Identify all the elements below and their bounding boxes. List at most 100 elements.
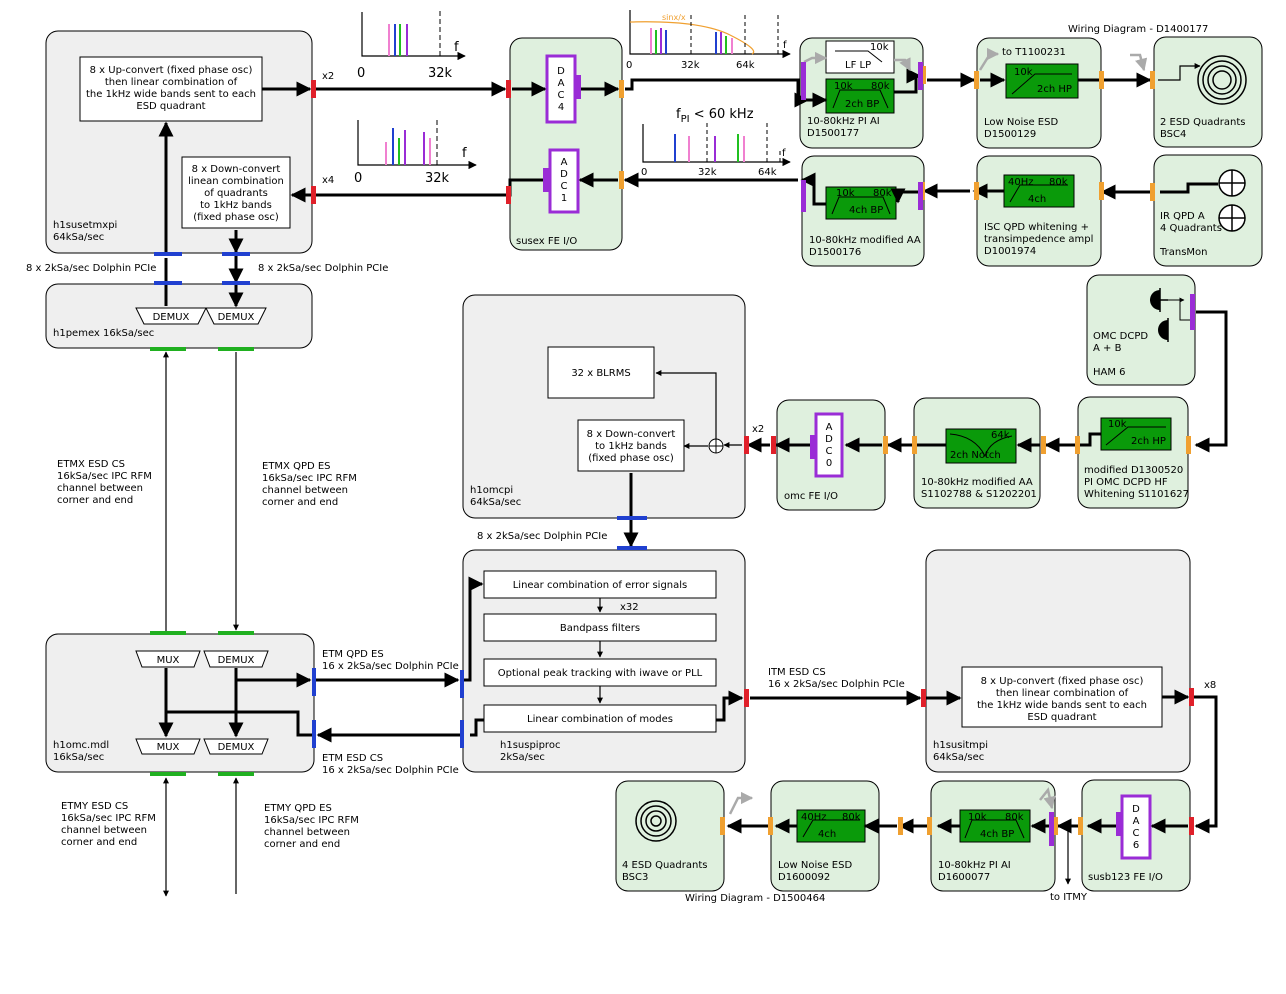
- down-convert-text-1: 8 x Down-convert: [192, 164, 281, 175]
- h1suspiproc-rate: 2kSa/sec: [500, 752, 545, 763]
- susex-name: susex FE I/O: [516, 236, 577, 247]
- dolphin-left-label: 8 x 2kSa/sec Dolphin PCIe: [26, 263, 156, 274]
- spectrum-plot-fpi: fPI < 60 kHz 0 32k 64k f: [641, 107, 791, 178]
- svg-text:A: A: [561, 157, 568, 168]
- down-convert-text-4: to 1kHz bands: [200, 200, 272, 211]
- dolphin-mid-label: 8 x 2kSa/sec Dolphin PCIe: [477, 531, 607, 542]
- demux-2-label: DEMUX: [218, 312, 255, 323]
- wiring-diagram-top-label: Wiring Diagram - D1400177: [1068, 24, 1208, 35]
- spectrum4-tick-32k: 32k: [698, 167, 717, 178]
- notch-aa-block: 64k 2ch Notch 10-80kHz modified AA S1102…: [913, 397, 1041, 509]
- svg-text:16 x 2kSa/sec Dolphin PCIe: 16 x 2kSa/sec Dolphin PCIe: [322, 765, 459, 776]
- esd-quadrants-top-block: 2 ESD Quadrants BSC4: [1153, 36, 1263, 148]
- step-bandpass: Bandpass filters: [560, 623, 640, 634]
- h1susitmpi-block: 8 x Up-convert (fixed phase osc) then li…: [925, 549, 1216, 773]
- up-convert-text-2: then linear combination of: [105, 77, 238, 88]
- svg-text:16 x 2kSa/sec Dolphin PCIe: 16 x 2kSa/sec Dolphin PCIe: [768, 679, 905, 690]
- spectrum1-f-label: f: [454, 40, 459, 55]
- x2-omc-label: x2: [752, 424, 764, 435]
- svg-text:corner and end: corner and end: [57, 495, 133, 506]
- h1susetmxpi-rate: 64kSa/sec: [53, 232, 104, 243]
- isc-qpd-name: ISC QPD whitening +: [984, 222, 1089, 233]
- svg-text:4: 4: [558, 102, 564, 113]
- pi-ai-bottom-block: 10k 80k 4ch BP 10-80kHz PI AI D1600077: [930, 780, 1056, 892]
- svg-text:80k: 80k: [1005, 812, 1024, 823]
- svg-text:D: D: [560, 169, 568, 180]
- pi-ai-bottom-name: 10-80kHz PI AI: [938, 860, 1011, 871]
- notch-aa-doc: S1102788 & S1202201: [921, 489, 1037, 500]
- svg-text:2ch BP: 2ch BP: [845, 99, 879, 110]
- h1omc-rate: 16kSa/sec: [53, 752, 104, 763]
- svg-text:A: A: [558, 78, 565, 89]
- svg-text:80k: 80k: [842, 812, 861, 823]
- svg-text:10k: 10k: [968, 812, 987, 823]
- svg-text:D: D: [825, 434, 833, 445]
- svg-text:A: A: [826, 422, 833, 433]
- svg-text:ETMX QPD ES: ETMX QPD ES: [262, 461, 331, 472]
- h1pemex-block: DEMUX DEMUX h1pemex 16kSa/sec: [45, 283, 313, 349]
- step-modes: Linear combination of modes: [527, 714, 673, 725]
- ir-qpd-name: IR QPD A: [1160, 211, 1205, 222]
- svg-text:C: C: [1133, 828, 1140, 839]
- mux-2-label: MUX: [157, 742, 180, 753]
- spectrum-plot-upconvert: 0 32k f: [357, 10, 466, 81]
- low-noise-esd-bottom-name: Low Noise ESD: [778, 860, 852, 871]
- dolphin-right-label: 8 x 2kSa/sec Dolphin PCIe: [258, 263, 388, 274]
- svg-text:4ch BP: 4ch BP: [849, 205, 883, 216]
- pi-ai-name: 10-80kHz PI AI: [807, 116, 880, 127]
- svg-text:80k: 80k: [1049, 177, 1068, 188]
- h1omc-block: MUX DEMUX MUX DEMUX h1omc.mdl 16kSa/sec: [45, 633, 315, 773]
- esd-quadrants-bottom-name: 4 ESD Quadrants: [622, 860, 707, 871]
- esd-quadrants-bottom-block: 4 ESD Quadrants BSC3: [615, 780, 725, 892]
- omc-whiten-name: modified D1300520: [1084, 465, 1183, 476]
- svg-text:16kSa/sec IPC RFM: 16kSa/sec IPC RFM: [61, 813, 156, 824]
- up-convert-text-3: the 1kHz wide bands sent to each: [86, 89, 256, 100]
- pi-ai-doc: D1500177: [807, 128, 859, 139]
- itm-esd-cs-label: ITM ESD CS: [768, 667, 826, 678]
- omc-dcpd-sub: A + B: [1093, 343, 1122, 354]
- spectrum4-tick-64k: 64k: [758, 167, 777, 178]
- svg-text:4ch BP: 4ch BP: [980, 829, 1014, 840]
- connector-ports: [150, 62, 1195, 846]
- step-peak-tracking: Optional peak tracking with iwave or PLL: [498, 668, 703, 679]
- spectrum-plot-sinx: sinx/x 0 32k 64k f: [626, 10, 791, 71]
- spectrum-plot-downconvert: 0 32k f: [354, 118, 477, 186]
- svg-text:4ch: 4ch: [1028, 194, 1046, 205]
- modified-aa-name: 10-80kHz modified AA: [809, 235, 921, 246]
- omc-fe-name: omc FE I/O: [784, 491, 838, 502]
- h1omcpi-rate: 64kSa/sec: [470, 497, 521, 508]
- svg-text:10k: 10k: [1014, 67, 1033, 78]
- omc-fe-block: A D C 0 omc FE I/O: [776, 399, 886, 511]
- svg-text:8 x Down-convert: 8 x Down-convert: [587, 429, 676, 440]
- svg-text:10k: 10k: [834, 81, 853, 92]
- h1susitmpi-name: h1susitmpi: [933, 740, 988, 751]
- svg-text:channel between: channel between: [262, 485, 348, 496]
- h1omcpi-block: 32 x BLRMS 8 x Down-convert to 1kHz band…: [462, 294, 764, 519]
- svg-text:16 x 2kSa/sec Dolphin PCIe: 16 x 2kSa/sec Dolphin PCIe: [322, 661, 459, 672]
- etmy-labels: ETMY ESD CS 16kSa/sec IPC RFM channel be…: [61, 801, 359, 850]
- step-error-signals: Linear combination of error signals: [513, 580, 688, 591]
- spectrum2-f-label: f: [462, 146, 467, 161]
- svg-text:ETMY QPD ES: ETMY QPD ES: [264, 803, 332, 814]
- svg-text:C: C: [826, 446, 833, 457]
- demux-4-label: DEMUX: [218, 742, 255, 753]
- svg-text:80k: 80k: [873, 188, 892, 199]
- ir-qpd-sub2: TransMon: [1159, 247, 1208, 258]
- svg-text:16kSa/sec IPC RFM: 16kSa/sec IPC RFM: [262, 473, 357, 484]
- svg-text:16kSa/sec IPC RFM: 16kSa/sec IPC RFM: [264, 815, 359, 826]
- svg-text:4ch: 4ch: [818, 829, 836, 840]
- low-noise-esd-name: Low Noise ESD: [984, 117, 1058, 128]
- h1susitmpi-rate: 64kSa/sec: [933, 752, 984, 763]
- svg-text:to T1100231: to T1100231: [1002, 47, 1066, 58]
- svg-text:6: 6: [1133, 840, 1139, 851]
- svg-text:(fixed phase osc): (fixed phase osc): [588, 453, 674, 464]
- etm-qpd-es-label: ETM QPD ES: [322, 649, 384, 660]
- modified-aa-doc: D1500176: [809, 247, 861, 258]
- svg-text:2ch HP: 2ch HP: [1037, 84, 1072, 95]
- svg-text:channel between: channel between: [61, 825, 147, 836]
- spectrum2-tick-32k: 32k: [425, 171, 450, 186]
- svg-text:2ch Notch: 2ch Notch: [950, 450, 1001, 461]
- svg-text:8 x Up-convert (fixed phase os: 8 x Up-convert (fixed phase osc): [981, 676, 1144, 687]
- wiring-diagram-bottom-label: Wiring Diagram - D1500464: [685, 893, 825, 904]
